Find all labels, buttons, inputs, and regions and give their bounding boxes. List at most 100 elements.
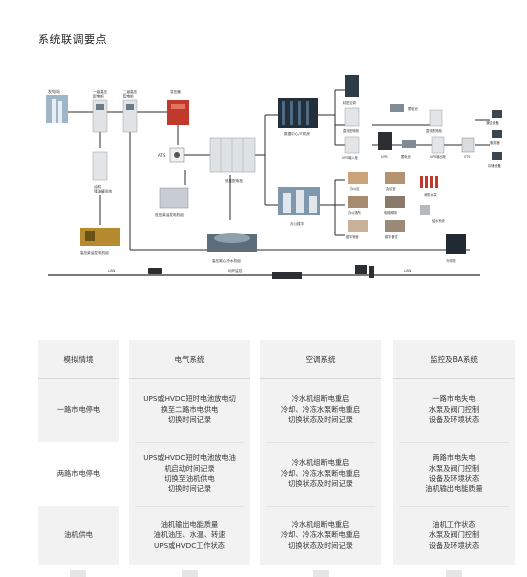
workstation-icon [355, 265, 374, 278]
battery-icon [390, 104, 404, 112]
staff-dorm-label: 楼宇宿舍 [346, 234, 360, 239]
lv-generator-icon [159, 187, 189, 209]
table-header: 监控及BA系统 [393, 340, 515, 379]
office-work-label: 办公场所 [348, 210, 362, 215]
network-switch-icon [272, 272, 302, 279]
power-plant-icon [46, 95, 68, 123]
cooling-tower-label: 冷却塔 [446, 258, 456, 263]
lan-label-1: LAN [108, 269, 116, 273]
storage-icon [492, 152, 502, 160]
row-divider [135, 506, 244, 507]
ats-icon [169, 147, 185, 163]
row-divider [266, 506, 375, 507]
office-work-icon [348, 196, 368, 208]
chiller-label: 高压离心冷水机组 [212, 258, 241, 263]
ups-in-icon [344, 136, 360, 154]
row-divider [266, 442, 375, 443]
table-header: 电气系统 [129, 340, 250, 379]
table-header: 模拟情境 [38, 340, 119, 379]
table-cell: 油机供电 [64, 530, 93, 540]
comm-device-label: 通信设备 [486, 120, 500, 125]
ats-label: ATS [158, 153, 166, 158]
lan-label-2: LAN [404, 269, 412, 273]
row-divider [135, 442, 244, 443]
elevator-label: 电梯照明 [384, 210, 397, 215]
office-building-icon [278, 187, 320, 215]
battery-2-label: 蓄电池 [401, 154, 411, 159]
table-cell: 油机工作状态 水泵及阀门控制 设备及环境状态 [428, 519, 480, 550]
camera-icon [148, 268, 162, 274]
elevator-icon [385, 196, 405, 208]
lv-generator-label: 低压柴油发电机组 [155, 212, 184, 217]
hvdc-rect-icon [344, 107, 360, 127]
staff-dorm-icon [348, 220, 368, 232]
hv-cabinet-2-icon [122, 99, 138, 133]
table-cell: 油机输出电能质量 油机油压、水温、转速 UPS或HVDC工作状态 [153, 519, 226, 550]
office-area-icon [348, 172, 368, 184]
transformer-label: 变压器 [170, 89, 181, 94]
comm-device-icon [492, 110, 502, 118]
hvdc-dist-label: 直流配电柜 [426, 128, 443, 133]
ups-out-label: UPS输出柜 [430, 154, 447, 159]
precision-ac-icon [345, 75, 359, 97]
hv-cabinet-1-label: 一级高压配电柜 [93, 89, 108, 98]
table-column-electrical: 电气系统 UPS或HVDC短时电池放电切 换至二路市电供电 切换时间记录 UPS… [129, 340, 250, 565]
table-cell: UPS或HVDC短时电池放电切 换至二路市电供电 切换时间记录 [143, 394, 236, 425]
row-divider [399, 442, 509, 443]
chiller-icon [207, 233, 257, 252]
table-column-scenario: 模拟情境 一路市电停电 两路市电停电 油机供电 [38, 340, 119, 565]
office-area-label: 办公区 [350, 186, 360, 191]
meeting-label: 会议室 [386, 186, 396, 191]
server-icon [492, 130, 502, 138]
lv-cabinet-label: 低压配电柜 [225, 178, 243, 183]
column-tab [446, 570, 462, 577]
column-tab [70, 570, 86, 577]
ups-label: UPS [381, 155, 388, 159]
canteen-label: 楼宇食堂 [385, 234, 398, 239]
data-room-label: 数据中心/IT机房 [284, 131, 310, 136]
row-divider [399, 506, 509, 507]
column-tab [313, 570, 329, 577]
hv-generator-icon [80, 228, 120, 246]
storage-label: 存储设备 [488, 163, 502, 168]
sts-icon [461, 137, 475, 153]
oil-tank-label: 油机储油罐系统 [94, 184, 112, 193]
table-cell: UPS或HVDC短时电池放电油 机启动时间记录 切换至油机供电 切换时间记录 [143, 453, 236, 494]
hv-cabinet-1-icon [92, 99, 108, 133]
fire-water-label: 给水系统 [432, 218, 446, 223]
table-cell: 冷水机组断电重启 冷却、冷冻水泵断电重启 切换状态及时间记录 [280, 458, 361, 489]
connection-lines [48, 89, 490, 276]
table-column-monitor: 监控及BA系统 一路市电失电 水泵及阀门控制 设备及环境状态 两路市电失电 水泵… [393, 340, 515, 565]
office-label: 办公楼宇 [290, 221, 305, 226]
page-title: 系统联调要点 [38, 33, 107, 46]
hvdc-dist-icon [429, 109, 443, 127]
meeting-icon [385, 172, 405, 184]
cooling-tower-icon [446, 234, 466, 254]
table-cell: 一路市电失电 水泵及阀门控制 设备及环境状态 [428, 394, 480, 425]
table-cell: 两路市电停电 [38, 442, 119, 506]
ups-icon [378, 132, 392, 150]
hvdc-rect-label: 直流配电柜 [343, 128, 360, 133]
server-label: 服务器 [490, 140, 500, 145]
table-cell: 冷水机组断电重启 冷却、冷冻水泵断电重启 切换状态及时间记录 [280, 519, 361, 550]
ups-in-label: UPS输入柜 [342, 155, 359, 160]
table-cell: 冷水机组断电重启 冷却、冷冻水泵断电重启 切换状态及时间记录 [280, 394, 361, 425]
fire-water-icon [420, 205, 430, 215]
canteen-icon [385, 220, 405, 232]
table-cell: 一路市电停电 [56, 404, 101, 414]
column-tab [182, 570, 198, 577]
data-room-icon [278, 98, 318, 128]
sts-label: STS [464, 155, 470, 159]
transformer-icon [167, 100, 189, 125]
fire-label: 消防水泵 [424, 192, 438, 197]
hv-generator-label: 高压柴油发电机组 [80, 250, 109, 255]
power-plant-label: 发电站 [48, 88, 60, 94]
ups-out-icon [431, 136, 445, 154]
fire-icon [420, 176, 438, 188]
table-cell: 两路市电失电 水泵及阀门控制 设备及环境状态 油机输出电能质量 [425, 453, 483, 494]
table-header: 空调系统 [260, 340, 381, 379]
system-diagram: 发电站 一级高压配电柜 二级高压配电柜 变压器 油机储油罐系统 高压柴油发电机组… [46, 75, 502, 279]
lv-cabinet-icon [209, 137, 256, 173]
table-column-hvac: 空调系统 冷水机组断电重启 冷却、冷冻水泵断电重启 切换状态及时间记录 冷水机组… [260, 340, 381, 565]
battery-label: 蓄电池 [408, 106, 418, 111]
